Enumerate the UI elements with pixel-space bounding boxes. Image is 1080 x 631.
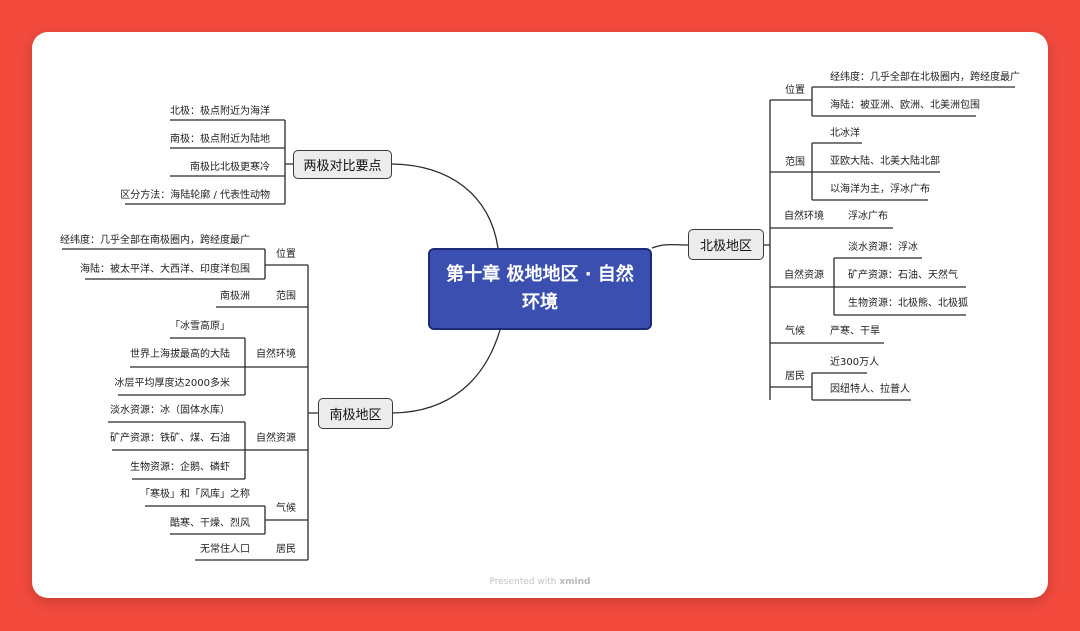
antarctic-environment-item-2: 世界上海拔最高的大陆 [130,349,230,360]
compare-item-4: 区分方法：海陆轮廓 / 代表性动物 [120,190,270,201]
arctic-climate-label: 气候 [785,326,805,337]
antarctic-location-label: 位置 [276,249,296,260]
antarctic-climate-item-1: 「寒极」和「风库」之称 [140,489,250,500]
antarctic-location-item-1: 经纬度：几乎全部在南极圈内，跨经度最广 [60,235,250,246]
antarctic-resources-label: 自然资源 [256,433,296,444]
compare-item-3: 南极比北极更寒冷 [190,162,270,173]
footer-watermark: Presented with xmind [0,577,1080,587]
arctic-residents-label: 居民 [785,371,805,382]
arctic-resources-item-3: 生物资源：北极熊、北极狐 [848,298,968,309]
arctic-resources-item-1: 淡水资源：浮冰 [848,242,918,253]
compare-item-1: 北极：极点附近为海洋 [170,106,270,117]
arctic-location-item-2: 海陆：被亚洲、欧洲、北美洲包围 [830,100,980,111]
antarctic-location-item-2: 海陆：被太平洋、大西洋、印度洋包围 [80,264,250,275]
antarctic-climate-label: 气候 [276,503,296,514]
antarctic-environment-item-1: 「冰雪高原」 [170,321,230,332]
topic-compare[interactable]: 两极对比要点 [293,150,392,179]
topic-arctic[interactable]: 北极地区 [688,229,764,260]
arctic-range-item-1: 北冰洋 [830,128,860,139]
arctic-climate-item-1: 严寒、干旱 [830,326,880,337]
central-topic[interactable]: 第十章 极地地区 · 自然环境 [428,248,652,330]
footer-brand: xmind [559,577,591,587]
antarctic-environment-label: 自然环境 [256,349,296,360]
arctic-location-item-1: 经纬度：几乎全部在北极圈内，跨经度最广 [830,72,1020,83]
arctic-environment-label: 自然环境 [784,211,824,222]
antarctic-residents-label: 居民 [276,544,296,555]
arctic-resources-item-2: 矿产资源：石油、天然气 [848,270,958,281]
arctic-residents-item-2: 因纽特人、拉普人 [830,384,910,395]
topic-antarctic[interactable]: 南极地区 [318,398,393,429]
antarctic-environment-item-3: 冰层平均厚度达2000多米 [114,378,230,389]
footer-prefix: Presented with [489,577,557,587]
arctic-location-label: 位置 [785,85,805,96]
arctic-range-item-2: 亚欧大陆、北美大陆北部 [830,156,940,167]
antarctic-resources-item-3: 生物资源：企鹅、磷虾 [130,462,230,473]
antarctic-residents-item-1: 无常住人口 [200,544,250,555]
arctic-residents-item-1: 近300万人 [830,357,880,368]
antarctic-resources-item-2: 矿产资源：铁矿、煤、石油 [110,433,230,444]
arctic-resources-label: 自然资源 [784,270,824,281]
arctic-range-item-3: 以海洋为主，浮冰广布 [830,184,930,195]
antarctic-range-item-1: 南极洲 [220,291,250,302]
antarctic-climate-item-2: 酷寒、干燥、烈风 [170,518,250,529]
arctic-environment-item-1: 浮冰广布 [848,211,888,222]
compare-item-2: 南极：极点附近为陆地 [170,134,270,145]
antarctic-range-label: 范围 [276,291,296,302]
antarctic-resources-item-1: 淡水资源：冰（固体水库） [110,405,230,416]
arctic-range-label: 范围 [785,157,805,168]
